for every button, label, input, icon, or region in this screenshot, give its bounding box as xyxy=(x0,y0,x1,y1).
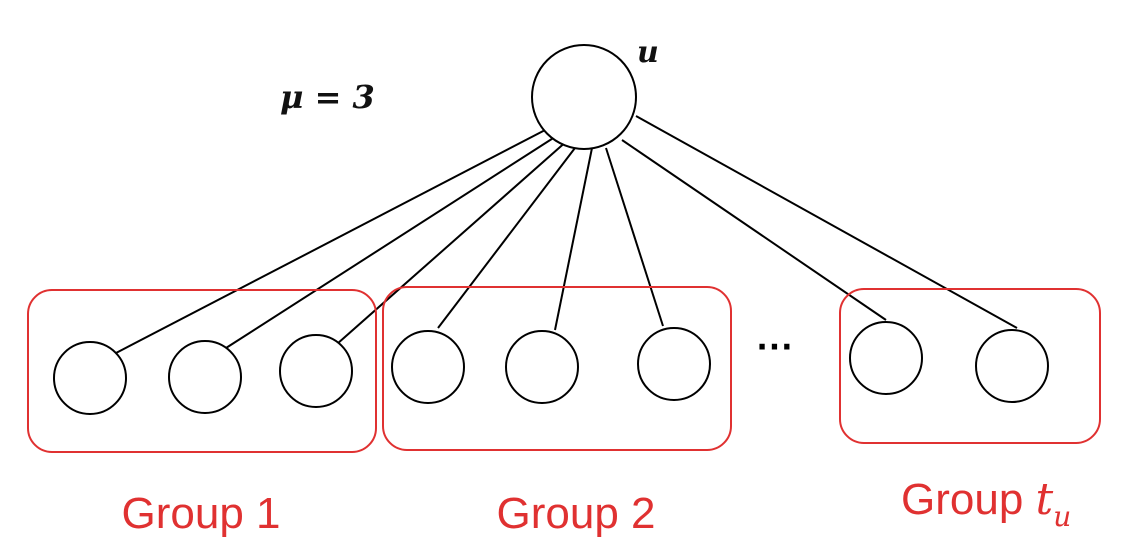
group-2-node-3 xyxy=(637,327,711,401)
group-2-label: Group 2 xyxy=(497,489,656,538)
mu-label: μ = 3 xyxy=(280,78,375,116)
edge-root-g1-n2 xyxy=(225,134,559,349)
group-tu-box xyxy=(839,288,1101,444)
ellipsis: ··· xyxy=(756,330,793,365)
edge-root-g1-n3 xyxy=(336,139,569,345)
edge-root-g2-n1 xyxy=(437,143,579,329)
edges xyxy=(115,115,1018,354)
group-tu-node-2 xyxy=(975,329,1049,403)
group-2-box xyxy=(382,286,732,451)
edge-root-g2-n3 xyxy=(605,147,664,327)
group-1-node-3 xyxy=(279,334,353,408)
group-tu-label-text: Group xyxy=(901,475,1036,524)
edge-root-g1-n1 xyxy=(115,127,550,354)
group-1-label: Group 1 xyxy=(122,489,281,538)
edge-root-g3-n2 xyxy=(635,115,1018,329)
group-boxes xyxy=(27,286,1101,453)
group-tu-label-subscript: u xyxy=(1053,500,1071,533)
group-1-node-1 xyxy=(53,341,127,415)
root-node xyxy=(531,44,637,150)
group-1-node-2 xyxy=(168,340,242,414)
group-tu-label-math: t xyxy=(1036,474,1054,525)
group-2-node-1 xyxy=(391,330,465,404)
group-2-node-2 xyxy=(505,330,579,404)
edge-root-g2-n2 xyxy=(554,147,593,331)
group-1-box xyxy=(27,289,377,453)
edge-root-g3-n1 xyxy=(621,139,887,321)
group-tu-label: Group tu xyxy=(901,474,1071,533)
group-tu-node-1 xyxy=(849,321,923,395)
root-node-label: u xyxy=(637,35,659,70)
child-nodes xyxy=(53,321,1049,415)
